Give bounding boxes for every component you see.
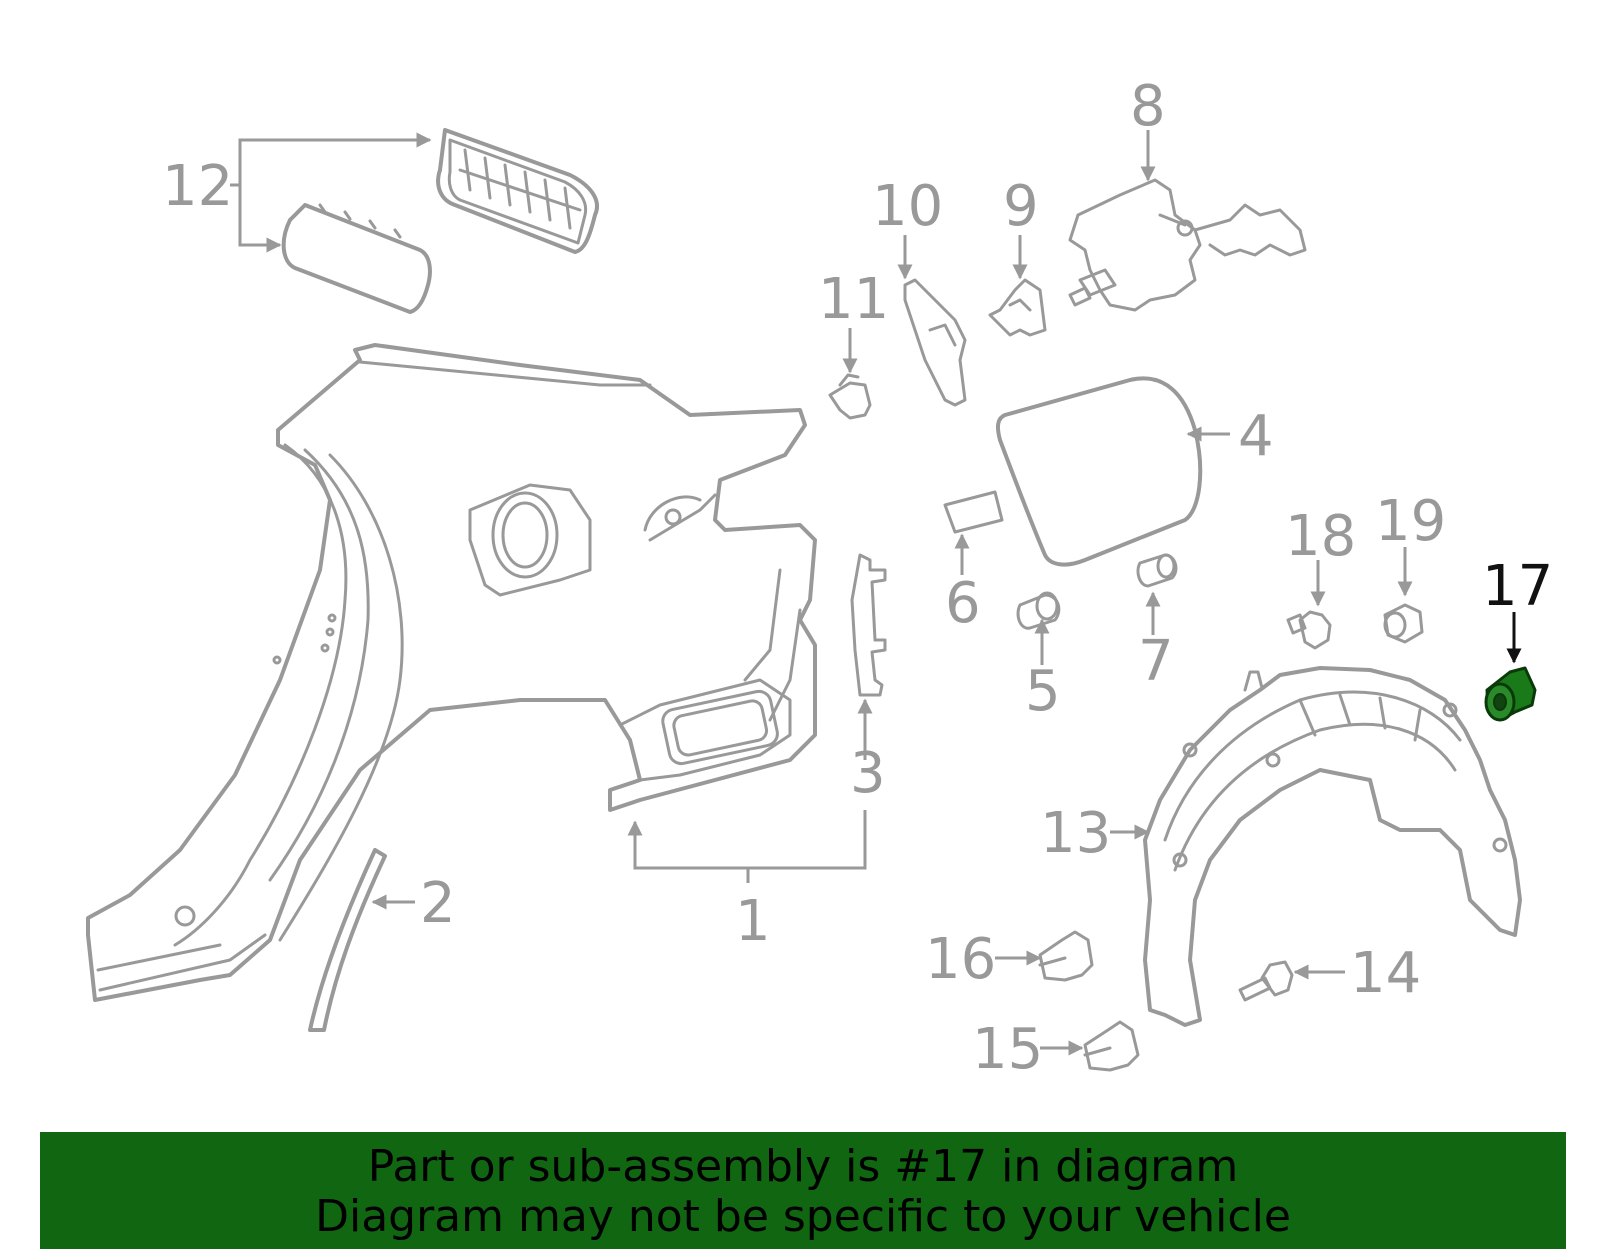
callout-15: 15 — [972, 1017, 1043, 1082]
callout-1: 1 — [735, 889, 771, 954]
part-16-clip[interactable] — [1038, 930, 1094, 982]
callout-12: 12 — [162, 154, 233, 219]
callout-labels: 1 2 3 4 5 6 7 8 9 10 11 12 13 14 15 16 1… — [162, 74, 1553, 1082]
callout-8: 8 — [1130, 74, 1166, 139]
callout-4: 4 — [1238, 404, 1274, 469]
part-18-push-clip[interactable] — [1286, 610, 1332, 650]
part-3-bracket[interactable] — [850, 553, 887, 697]
part-9-clip[interactable] — [988, 278, 1047, 337]
callout-11: 11 — [818, 267, 889, 332]
part-1-quarter-panel[interactable] — [86, 343, 817, 1002]
part-5-grommet[interactable] — [1016, 591, 1061, 630]
callout-10: 10 — [872, 174, 943, 239]
callout-18: 18 — [1285, 504, 1356, 569]
callout-13: 13 — [1040, 801, 1111, 866]
part-17-clip[interactable] — [1484, 666, 1537, 722]
part-12-vent[interactable] — [281, 128, 599, 314]
leader-lines — [230, 130, 1522, 1056]
banner-line-2: Diagram may not be specific to your vehi… — [315, 1191, 1291, 1242]
callout-17: 17 — [1482, 554, 1553, 619]
banner-line-1: Part or sub-assembly is #17 in diagram — [367, 1141, 1239, 1192]
part-4-fuel-door[interactable] — [995, 376, 1203, 567]
callout-7: 7 — [1138, 629, 1174, 694]
part-6-label[interactable] — [943, 490, 1004, 534]
info-banner: Part or sub-assembly is #17 in diagram D… — [40, 1132, 1566, 1249]
callout-2: 2 — [420, 871, 456, 936]
callout-16: 16 — [925, 927, 996, 992]
callout-19: 19 — [1375, 489, 1446, 554]
part-8-actuator[interactable] — [1068, 178, 1307, 312]
part-13-fender-liner[interactable] — [1143, 666, 1522, 1027]
callout-3: 3 — [850, 741, 886, 806]
callout-5: 5 — [1025, 659, 1061, 724]
part-2-molding[interactable] — [308, 848, 387, 1032]
callout-6: 6 — [945, 571, 981, 636]
part-14-bolt[interactable] — [1238, 960, 1294, 1002]
part-11-clip[interactable] — [828, 373, 872, 420]
part-10-hinge[interactable] — [903, 278, 967, 407]
part-7-bumper[interactable] — [1136, 553, 1178, 588]
callout-14: 14 — [1350, 941, 1421, 1006]
part-15-clip[interactable] — [1083, 1020, 1140, 1072]
callout-9: 9 — [1003, 174, 1039, 239]
part-19-nut[interactable] — [1383, 603, 1424, 644]
